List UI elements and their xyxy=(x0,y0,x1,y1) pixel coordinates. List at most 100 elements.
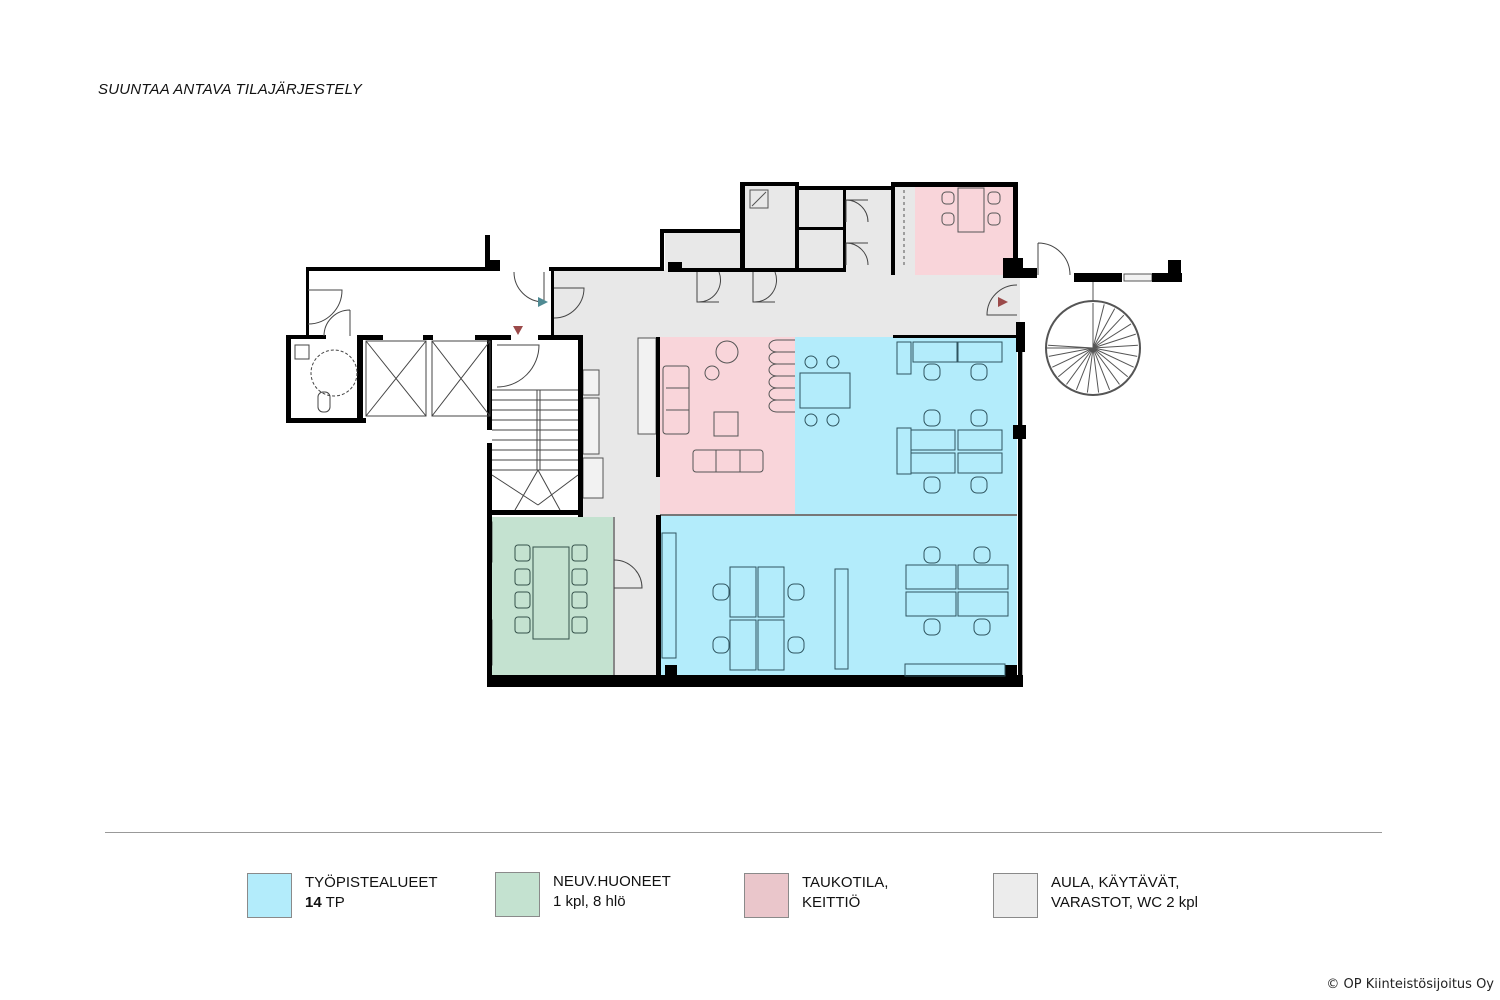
legend-label-break: TAUKOTILA, xyxy=(802,874,889,891)
wc-corridor xyxy=(845,186,893,270)
chair xyxy=(787,636,805,654)
copyright: © OP Kiinteistösijoitus Oy xyxy=(1326,977,1494,992)
kitchen-zone xyxy=(915,186,1015,275)
turning-circle xyxy=(310,349,358,397)
cabinet xyxy=(582,369,600,396)
legend-detail-meeting: 1 kpl, 8 hlö xyxy=(553,893,626,910)
furniture xyxy=(749,189,769,209)
chair xyxy=(923,363,941,381)
elevator-cross xyxy=(365,340,427,417)
legend-label-workspace: TYÖPISTEALUEET xyxy=(305,874,438,891)
legend-unit: TP xyxy=(321,894,345,911)
legend-swatch-meeting xyxy=(495,872,540,917)
elevator xyxy=(431,340,491,417)
legend-swatch-workspace xyxy=(247,873,292,918)
stacked-chairs xyxy=(768,339,795,413)
lounge-kitchen-furniture xyxy=(662,187,1001,473)
cabinet xyxy=(1123,273,1153,282)
legend-break: TAUKOTILA, KEITTIÖ xyxy=(744,873,888,918)
entry-marker-red-east xyxy=(998,297,1008,307)
chair xyxy=(923,409,941,427)
legend-swatch-common xyxy=(993,873,1038,918)
technical-room xyxy=(745,186,797,270)
desk xyxy=(896,427,912,475)
chair xyxy=(571,591,588,609)
workspace-zone-upper xyxy=(795,337,1017,515)
legend-label-common: AULA, KÄYTÄVÄT, xyxy=(1051,874,1180,891)
furniture xyxy=(987,212,1001,226)
elevator-cross xyxy=(431,340,491,417)
furniture xyxy=(692,449,764,473)
chair xyxy=(804,355,818,369)
legend-meeting: NEUV.HUONEET 1 kpl, 8 hlö xyxy=(495,872,671,917)
desk xyxy=(905,591,957,617)
legend-detail-common: VARASTOT, WC 2 kpl xyxy=(1051,894,1198,911)
furniture xyxy=(987,191,1001,205)
chair xyxy=(970,409,988,427)
furniture xyxy=(662,365,690,435)
desk xyxy=(957,452,1003,474)
entry-marker-teal xyxy=(538,297,548,307)
chair xyxy=(973,618,991,636)
desk xyxy=(757,619,785,671)
chair xyxy=(923,476,941,494)
workspace-furniture xyxy=(661,341,1009,677)
desk xyxy=(905,564,957,590)
legend-divider xyxy=(105,832,1382,833)
chair xyxy=(712,583,730,601)
desk xyxy=(757,566,785,618)
meeting-table xyxy=(532,546,570,640)
meeting-room-zone xyxy=(490,517,614,675)
stair-steps xyxy=(491,389,579,511)
side-table xyxy=(704,365,720,381)
legend-workspace: TYÖPISTEALUEET 14 TP xyxy=(247,873,438,918)
desk xyxy=(896,341,912,375)
legend-count: 14 xyxy=(305,894,322,911)
chair xyxy=(826,355,840,369)
chair xyxy=(970,363,988,381)
elevator xyxy=(365,340,427,417)
meeting-furniture xyxy=(514,544,588,640)
desk xyxy=(904,663,1006,677)
chair xyxy=(514,616,531,634)
cabinet xyxy=(582,457,604,499)
desk xyxy=(957,591,1009,617)
desk xyxy=(834,568,849,670)
corridor-main xyxy=(552,270,1020,337)
chair xyxy=(787,583,805,601)
legend-swatch-break xyxy=(744,873,789,918)
legend-detail-break: KEITTIÖ xyxy=(802,894,861,911)
spiral-staircase xyxy=(1045,282,1141,396)
cabinet xyxy=(637,337,657,435)
chair xyxy=(514,568,531,586)
furniture xyxy=(941,212,955,226)
chair xyxy=(804,413,818,427)
chair xyxy=(571,616,588,634)
furniture xyxy=(713,411,739,437)
elevators xyxy=(294,340,491,417)
chair xyxy=(571,568,588,586)
chair xyxy=(923,546,941,564)
chair xyxy=(973,546,991,564)
desk xyxy=(799,372,851,409)
sink-icon xyxy=(294,344,310,360)
wc-2 xyxy=(797,230,845,270)
chair xyxy=(826,413,840,427)
desk xyxy=(912,341,958,363)
furniture xyxy=(957,187,985,233)
desk xyxy=(957,341,1003,363)
desk xyxy=(729,566,757,618)
wc-1 xyxy=(797,190,845,228)
furniture-lines xyxy=(666,191,767,472)
desk xyxy=(729,619,757,671)
legend-common: AULA, KÄYTÄVÄT, VARASTOT, WC 2 kpl xyxy=(993,873,1198,918)
desk xyxy=(957,564,1009,590)
chair xyxy=(514,544,531,562)
cabinet xyxy=(582,397,600,455)
lounge-zone xyxy=(660,337,795,515)
chair xyxy=(571,544,588,562)
staircase xyxy=(491,389,579,511)
chair xyxy=(970,476,988,494)
chair xyxy=(712,636,730,654)
